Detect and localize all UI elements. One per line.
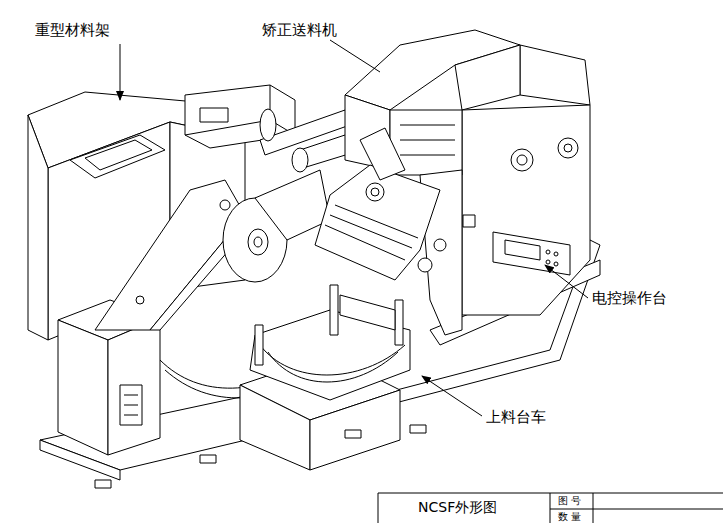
drawing-title: NCSF外形图	[418, 500, 497, 515]
title-block	[378, 493, 723, 523]
leader-lines	[120, 40, 588, 416]
loading-cart	[240, 285, 410, 470]
callout-label: 上料台车	[486, 409, 546, 426]
title-block-cell: 图 号	[558, 495, 581, 506]
straightener-feeder	[315, 30, 590, 335]
callout-label: 矫正送料机	[262, 22, 337, 39]
callout-label: 电控操作台	[592, 290, 667, 307]
title-block-cell: 数 量	[558, 511, 581, 522]
callout-label: 重型材料架	[35, 22, 110, 39]
panel-screen	[505, 240, 540, 260]
control-panel	[493, 232, 570, 275]
